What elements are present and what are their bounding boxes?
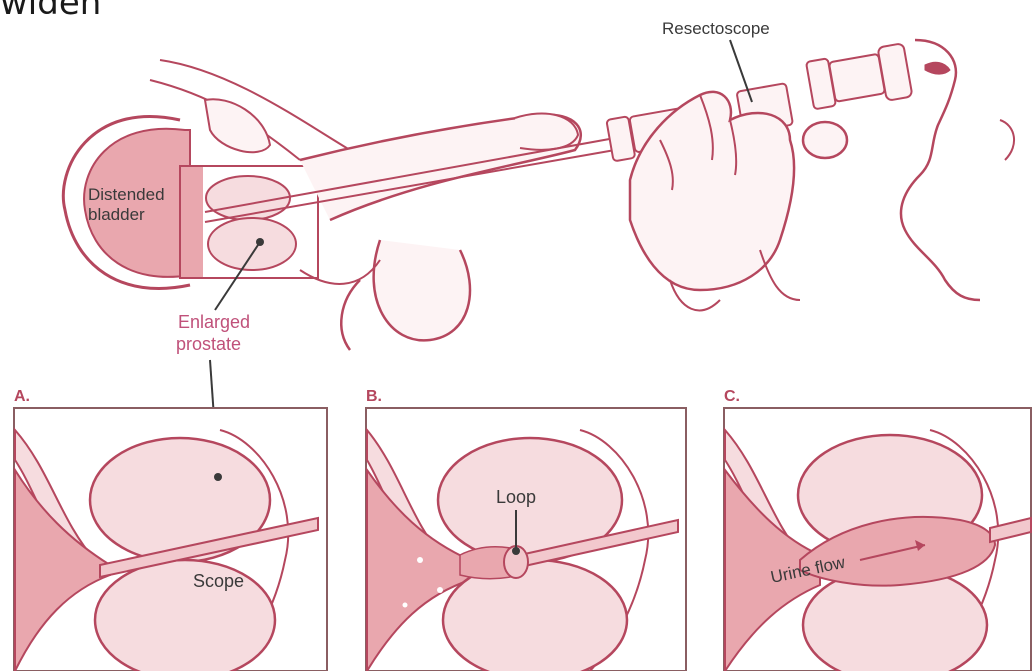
- surgeon-eye: [925, 62, 950, 74]
- label-resectoscope: Resectoscope: [662, 19, 770, 38]
- panel-a: A. Scope: [14, 388, 327, 671]
- panel-a-label-scope: Scope: [193, 571, 244, 591]
- panel-a-pointer-dot: [214, 473, 222, 481]
- label-enlarged: Enlarged: [178, 312, 250, 332]
- panel-c-letter: C.: [724, 388, 740, 405]
- label-distended: Distended: [88, 185, 165, 204]
- panel-b-debris-2: [437, 587, 443, 593]
- top-illustration: Resectoscope Distended bladder Enlarged …: [63, 19, 1014, 475]
- label-bladder: bladder: [88, 205, 145, 224]
- label-prostate: prostate: [176, 334, 241, 354]
- panel-b-debris-1: [417, 557, 423, 563]
- perineum-curve: [300, 260, 380, 284]
- prostate-pointer-dot: [256, 238, 264, 246]
- prostate-lower-lobe: [208, 218, 296, 270]
- thumb: [803, 122, 847, 158]
- surgeon-ear: [1000, 120, 1014, 160]
- panel-a-letter: A.: [14, 388, 30, 405]
- leg-curve: [341, 280, 360, 350]
- panel-b-loop-dot: [512, 547, 520, 555]
- panel-b-letter: B.: [366, 388, 382, 405]
- resectoscope-eyepiece: [829, 54, 885, 102]
- panel-b-debris-3: [403, 603, 408, 608]
- panel-b: B. Loop: [366, 388, 686, 671]
- scrotum: [374, 240, 470, 340]
- pelvic-bone: [205, 99, 270, 152]
- panel-c: C. Urine flow: [724, 388, 1031, 671]
- surgeon-face: [901, 40, 980, 300]
- panel-a-lower-lobe: [95, 560, 275, 671]
- inset-box-tissue: [181, 167, 203, 277]
- panel-b-label-loop: Loop: [496, 487, 536, 507]
